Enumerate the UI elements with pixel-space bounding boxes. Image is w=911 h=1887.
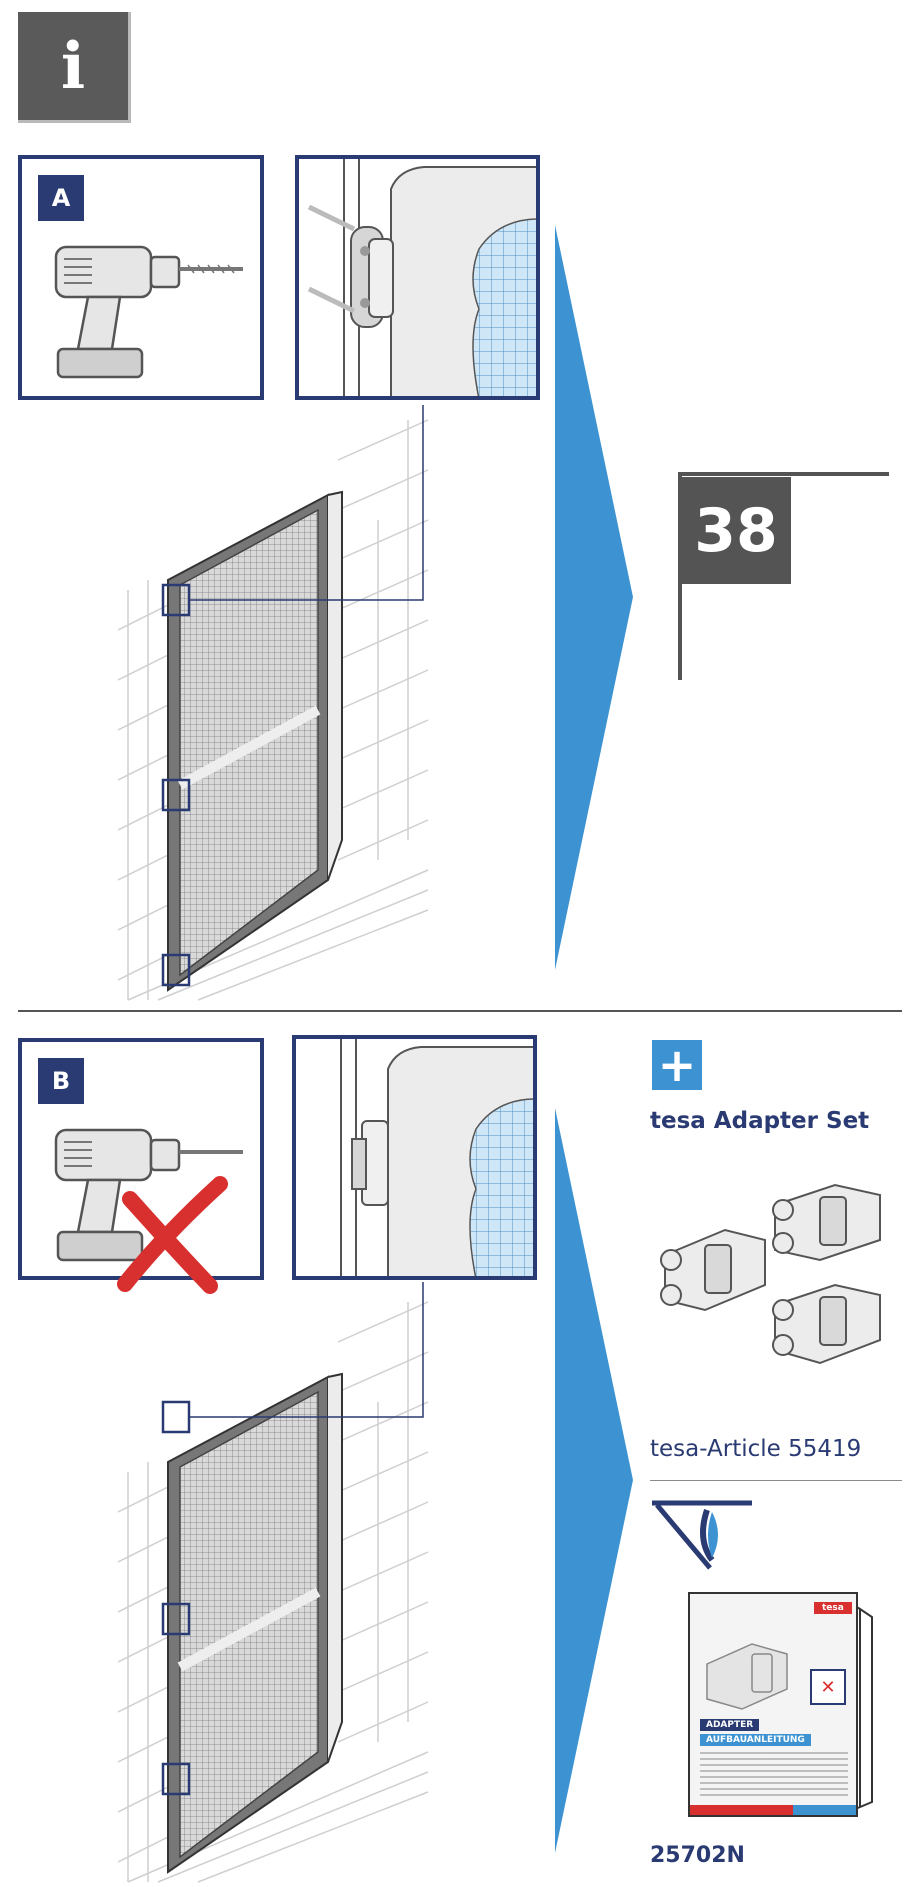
- eye-read-icon: [652, 1500, 752, 1570]
- door-illustration-b: [117, 1282, 429, 1883]
- blue-arrow-a: [555, 225, 633, 970]
- drill-icon: [54, 1128, 243, 1262]
- booklet-icon: tesa ✕ ADAPTER AUFBAUANLEITUNG: [688, 1592, 888, 1827]
- info-icon: i: [18, 12, 131, 123]
- drill-panel-b: B: [18, 1038, 264, 1294]
- booklet-code: 25702N: [650, 1843, 745, 1868]
- booklet-brand: tesa: [814, 1602, 852, 1614]
- step-badge-b: B: [38, 1058, 84, 1104]
- booklet-text-lines: [700, 1752, 848, 1796]
- booklet-subheading: AUFBAUANLEITUNG: [700, 1734, 811, 1746]
- booklet-adapter-drawing: [706, 1643, 788, 1710]
- booklet-warning-box: ✕: [810, 1669, 846, 1705]
- hinge-detail-icon: [307, 159, 536, 396]
- booklet-heading: ADAPTER: [700, 1719, 760, 1731]
- hinge-detail-panel-b: [292, 1035, 537, 1280]
- adapter-clip-icon: [660, 1183, 881, 1365]
- drill-icon: [54, 245, 243, 379]
- accessory-divider: [650, 1480, 902, 1481]
- booklet-page: tesa ✕ ADAPTER AUFBAUANLEITUNG: [688, 1592, 858, 1817]
- adapter-set-title: tesa Adapter Set: [650, 1108, 870, 1134]
- step-number-frame: [678, 472, 889, 680]
- plus-icon: +: [652, 1038, 702, 1092]
- info-glyph: i: [60, 28, 86, 104]
- hinge-detail-icon: [340, 1039, 533, 1276]
- article-number: tesa-Article 55419: [650, 1436, 862, 1462]
- drill-panel-a: A: [18, 155, 264, 400]
- step-number: 38: [681, 477, 791, 584]
- hinge-detail-panel-a: [295, 155, 540, 400]
- cross-icon: [117, 1176, 228, 1294]
- blue-arrow-b: [555, 1108, 633, 1853]
- step-badge-a: A: [38, 175, 84, 221]
- door-illustration-a: [117, 405, 429, 1001]
- section-divider: [18, 1010, 902, 1012]
- booklet-footer-bar: [690, 1805, 856, 1815]
